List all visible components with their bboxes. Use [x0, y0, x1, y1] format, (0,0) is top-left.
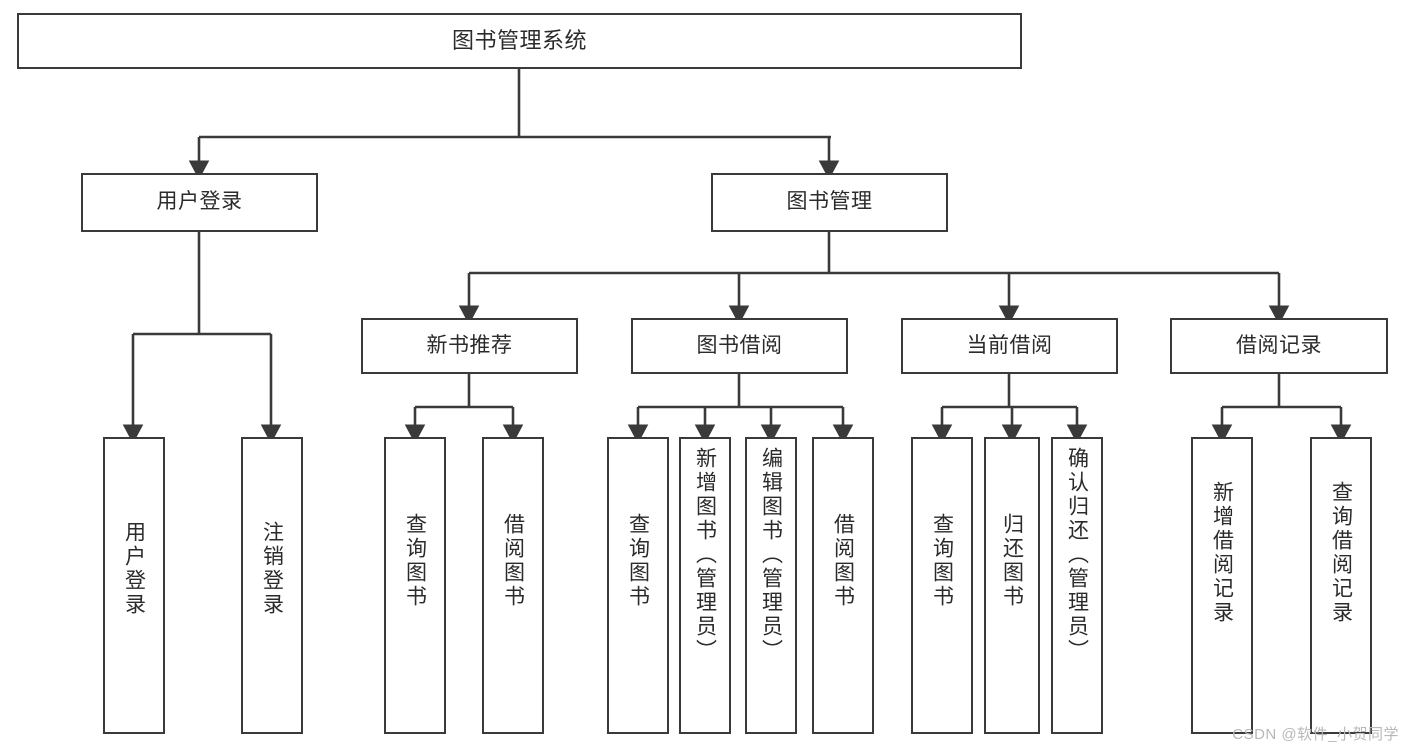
node-book-borrow-label: 图书借阅 — [696, 333, 783, 357]
node-borrow-record-label: 借阅记录 — [1236, 333, 1322, 357]
node-leaf-confirm-return-label: 确认归还（管理员） — [1065, 447, 1089, 663]
node-book-borrow[interactable]: 图书借阅 — [631, 318, 848, 374]
node-leaf-borrow-book-2-label: 借阅图书 — [831, 513, 855, 609]
node-leaf-return-book[interactable]: 归还图书 — [984, 437, 1040, 734]
node-leaf-edit-book-label: 编辑图书（管理员） — [759, 447, 783, 663]
node-leaf-query-book-1-label: 查询图书 — [403, 513, 427, 609]
node-leaf-edit-book[interactable]: 编辑图书（管理员） — [745, 437, 797, 734]
node-leaf-add-book-label: 新增图书（管理员） — [693, 447, 717, 663]
watermark: CSDN @软件_小贺同学 — [1232, 726, 1399, 743]
node-root-label: 图书管理系统 — [451, 28, 587, 54]
node-leaf-confirm-return[interactable]: 确认归还（管理员） — [1051, 437, 1103, 734]
node-leaf-query-book-3-label: 查询图书 — [930, 513, 954, 609]
node-leaf-add-record[interactable]: 新增借阅记录 — [1191, 437, 1253, 734]
node-leaf-query-book-2-label: 查询图书 — [626, 513, 650, 609]
node-book-manage[interactable]: 图书管理 — [711, 173, 948, 232]
node-current-borrow[interactable]: 当前借阅 — [901, 318, 1118, 374]
node-leaf-borrow-book-1[interactable]: 借阅图书 — [482, 437, 544, 734]
node-leaf-query-record-label: 查询借阅记录 — [1329, 481, 1353, 625]
node-leaf-query-book-1[interactable]: 查询图书 — [384, 437, 446, 734]
node-borrow-record[interactable]: 借阅记录 — [1170, 318, 1388, 374]
node-new-book-rec-label: 新书推荐 — [426, 333, 513, 357]
node-leaf-user-login-label: 用户登录 — [122, 521, 146, 617]
node-leaf-logout[interactable]: 注销登录 — [241, 437, 303, 734]
node-leaf-query-book-3[interactable]: 查询图书 — [911, 437, 973, 734]
node-user-login-label: 用户登录 — [156, 190, 243, 214]
node-leaf-add-record-label: 新增借阅记录 — [1210, 481, 1234, 625]
node-new-book-rec[interactable]: 新书推荐 — [361, 318, 578, 374]
node-current-borrow-label: 当前借阅 — [966, 333, 1053, 357]
node-book-manage-label: 图书管理 — [786, 190, 873, 214]
node-leaf-return-book-label: 归还图书 — [1000, 513, 1024, 609]
node-leaf-query-book-2[interactable]: 查询图书 — [607, 437, 669, 734]
node-leaf-user-login[interactable]: 用户登录 — [103, 437, 165, 734]
node-root[interactable]: 图书管理系统 — [17, 13, 1022, 69]
node-leaf-query-record[interactable]: 查询借阅记录 — [1310, 437, 1372, 734]
node-user-login[interactable]: 用户登录 — [81, 173, 318, 232]
node-leaf-borrow-book-1-label: 借阅图书 — [501, 513, 525, 609]
node-leaf-add-book[interactable]: 新增图书（管理员） — [679, 437, 731, 734]
node-leaf-borrow-book-2[interactable]: 借阅图书 — [812, 437, 874, 734]
node-leaf-logout-label: 注销登录 — [260, 521, 284, 617]
